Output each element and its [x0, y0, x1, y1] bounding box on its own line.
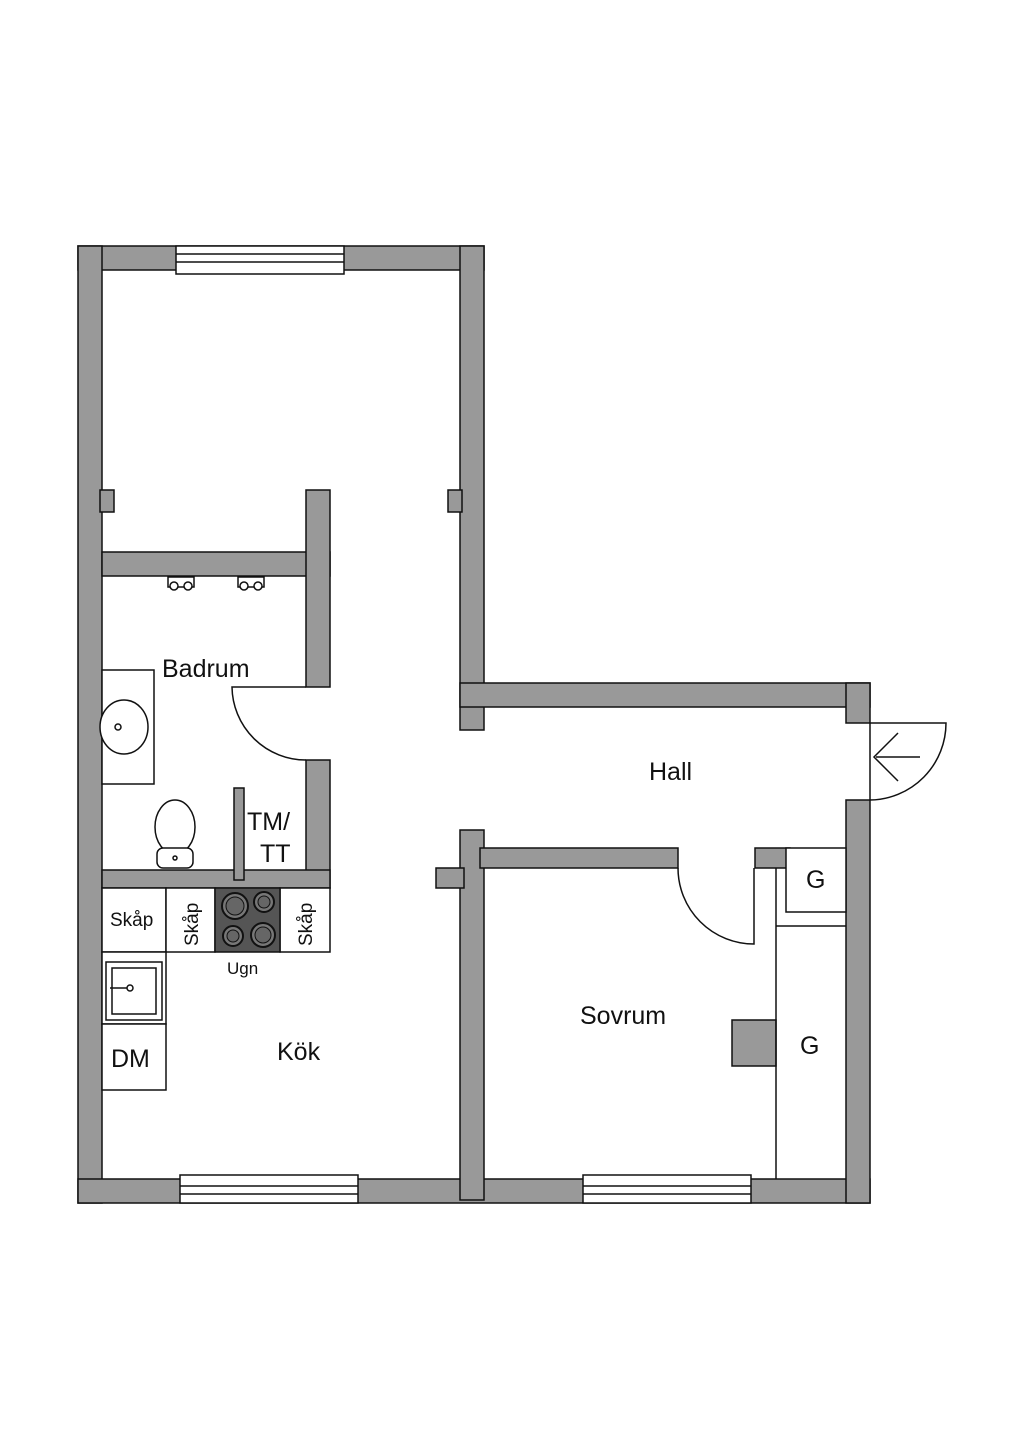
wall-stub-left: [99, 489, 115, 513]
washbasin-icon: [99, 669, 155, 785]
door-bedroom: [677, 867, 755, 945]
window-kitchen: [179, 1174, 359, 1204]
cabinet-left-label: Skåp: [110, 910, 153, 931]
column: [731, 1019, 777, 1067]
wardrobe-bottom-label: G: [800, 1032, 819, 1060]
wall-bathroom-right-upper: [305, 489, 331, 688]
room-label-sovrum: Sovrum: [580, 1002, 666, 1030]
cabinet-vertical-1-label: Skåp: [182, 903, 203, 946]
dishwasher-box: [101, 1023, 167, 1091]
room-label-badrum: Badrum: [162, 655, 250, 683]
laundry-label-line2: TT: [260, 840, 291, 868]
cabinet-left: [101, 887, 167, 953]
wardrobe-top-label: G: [806, 866, 825, 894]
wall-kitchen-stub: [435, 867, 465, 889]
wall-stub-right: [447, 489, 463, 513]
dishwasher-label: DM: [111, 1045, 150, 1073]
window-bedroom: [582, 1174, 752, 1204]
door-entrance: [869, 722, 947, 801]
wall-bedroom-top-left: [479, 847, 679, 869]
wardrobes: [775, 847, 847, 1179]
laundry-box: TM/ TT: [247, 808, 291, 868]
wall-bedroom-top-right: [754, 847, 791, 869]
wall-right-lower: [845, 799, 871, 1204]
cabinet-vertical-2-label: Skåp: [296, 903, 317, 946]
cabinet-vertical-1: [165, 887, 216, 953]
wall-hall-top: [459, 682, 871, 708]
door-bathroom: [231, 686, 307, 761]
room-label-kok: Kök: [277, 1038, 321, 1066]
doors: [231, 686, 947, 945]
stove-icon: [214, 887, 281, 953]
toilet-icon: [154, 799, 196, 869]
kitchen-sink-icon: [105, 961, 163, 1021]
wall-kitchen-top: [101, 869, 331, 889]
room-label-hall: Hall: [649, 758, 692, 786]
walls: [77, 245, 871, 1204]
oven-label: Ugn: [227, 959, 258, 978]
wall-bathroom-right-lower: [305, 759, 331, 889]
wall-left: [77, 245, 103, 1204]
windows: [175, 245, 752, 1204]
laundry-label-line1: TM/: [247, 808, 290, 836]
wall-kitchen-right: [459, 829, 485, 1201]
entrance-arrow-icon: [872, 732, 920, 782]
window-living-room: [175, 245, 345, 275]
wall-right-upper: [845, 682, 871, 724]
shower-icon: [167, 576, 265, 591]
wall-living-right: [459, 245, 485, 731]
wardrobe-top-box: [785, 847, 847, 913]
cabinet-vertical-2: [279, 887, 331, 953]
wall-laundry-partition: [233, 787, 245, 881]
wall-bathroom-top: [101, 551, 331, 577]
